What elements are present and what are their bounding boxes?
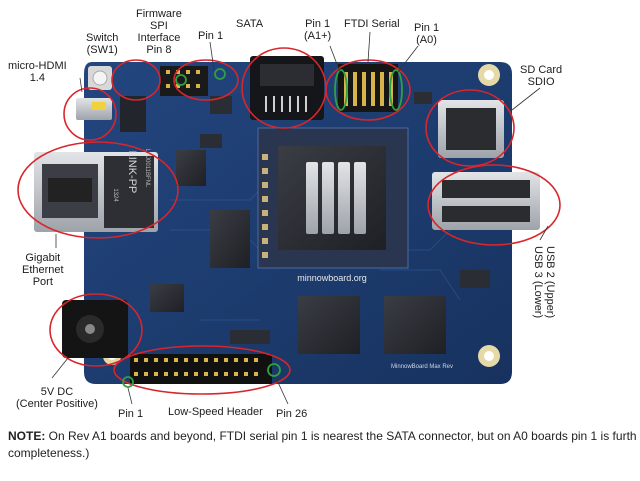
- callout-sd-card: [425, 89, 515, 167]
- board-logo-text: minnowboard.org: [297, 273, 367, 283]
- callout-micro-hdmi: [63, 87, 117, 141]
- ethernet-code-label: 1324: [112, 188, 118, 202]
- label-low-speed-header: Low-Speed Header: [168, 406, 263, 418]
- pin-marker-ftdi-a0: [389, 69, 403, 111]
- label-spi-pin1: Pin 1: [198, 30, 224, 42]
- callout-firmware-spi: [173, 59, 239, 101]
- ethernet-brand-label: LINK-PP: [126, 151, 138, 194]
- low-speed-header: [130, 354, 272, 384]
- left-chip: [210, 210, 250, 268]
- pin-marker-spi-pin1: [214, 68, 226, 80]
- pin-markers: [122, 68, 403, 388]
- label-dc-power: 5V DC(Center Positive): [16, 386, 98, 410]
- usb-connector: [432, 172, 540, 230]
- soc-heatsink: [257, 127, 409, 269]
- ram-chip-1: [298, 296, 360, 354]
- ram-chip-2: [384, 296, 446, 354]
- firmware-spi-header: [160, 66, 208, 96]
- label-header-pin1: Pin 1: [118, 408, 144, 420]
- ftdi-serial-header: [338, 64, 398, 112]
- callout-usb: [427, 164, 561, 246]
- dc-power-jack: [62, 300, 128, 358]
- note-line1: On Rev A1 boards and beyond, FTDI serial…: [45, 429, 637, 443]
- sd-card-slot: [438, 100, 504, 158]
- note-line2: completeness.): [8, 446, 90, 460]
- label-switch: Switch(SW1): [86, 32, 119, 56]
- board-silk-text: MinnowBoard Max Rev: [391, 364, 453, 370]
- capacitor-column: [262, 154, 268, 258]
- pin-marker-ftdi-a1: [334, 69, 348, 111]
- pin-marker-spi-pin8: [175, 74, 187, 86]
- callout-low-speed-header: [113, 345, 291, 395]
- label-usb: USB 2 (Upper)USB 3 (Lower): [532, 246, 556, 319]
- leader-lines: [51, 31, 549, 405]
- pin-marker-header-pin1: [122, 376, 134, 388]
- callout-switch: [111, 59, 161, 101]
- label-ftdi-pin1-a1: Pin 1(A1+): [304, 18, 332, 42]
- label-ftdi-pin1-a0: Pin 1(A0): [414, 22, 440, 46]
- label-ftdi-serial: FTDI Serial: [344, 18, 400, 30]
- sata-connector: [250, 56, 324, 120]
- pin-marker-header-pin26: [267, 363, 281, 377]
- label-header-pin26: Pin 26: [276, 408, 308, 420]
- label-sata: SATA: [236, 18, 264, 30]
- note-prefix: NOTE:: [8, 429, 46, 443]
- ethernet-port: [34, 152, 158, 232]
- callout-ethernet: [17, 141, 179, 239]
- ethernet-part-label: LPJ0011BFNL: [144, 149, 150, 188]
- footnote: NOTE: On Rev A1 boards and beyond, FTDI …: [8, 428, 640, 462]
- callout-dc: [49, 293, 143, 367]
